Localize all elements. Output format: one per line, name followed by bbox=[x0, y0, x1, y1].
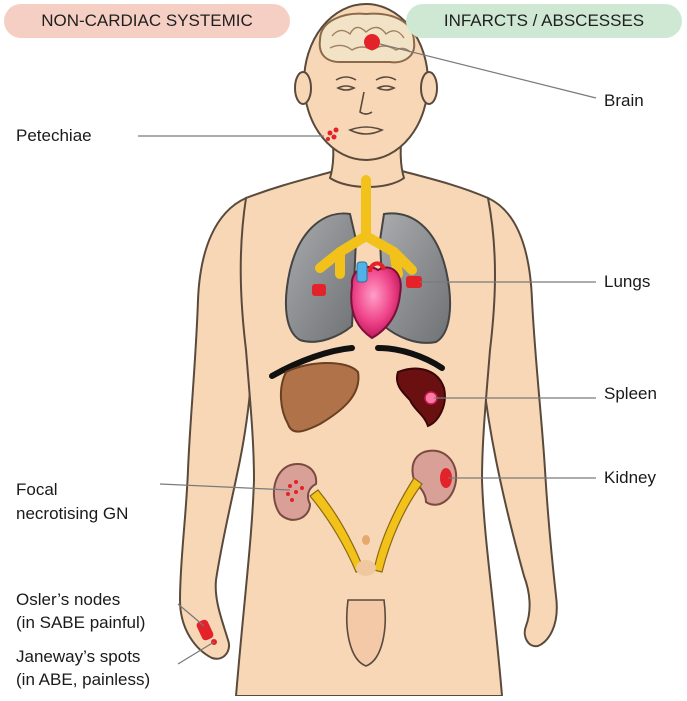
brain-lesion bbox=[364, 34, 380, 50]
brain-label: Brain bbox=[604, 90, 644, 112]
infarcts-abscesses-badge: INFARCTS / ABSCESSES bbox=[406, 4, 682, 38]
lung-lesion-left bbox=[312, 284, 326, 296]
lungs-label: Lungs bbox=[604, 271, 650, 293]
janeway-spots-label-line1: Janeway’s spots bbox=[16, 646, 140, 668]
lung-lesion-right bbox=[406, 276, 422, 288]
bladder-icon bbox=[356, 560, 376, 576]
petechiae-label: Petechiae bbox=[16, 125, 92, 147]
body-silhouette bbox=[180, 4, 557, 696]
osler-nodes-label-line2: (in SABE painful) bbox=[16, 612, 145, 634]
focal-gn-label-line1: Focal bbox=[16, 479, 58, 501]
non-cardiac-systemic-badge: NON-CARDIAC SYSTEMIC bbox=[4, 4, 290, 38]
focal-gn-label-line2: necrotising GN bbox=[16, 503, 128, 525]
kidney-label: Kidney bbox=[604, 467, 656, 489]
navel bbox=[362, 535, 370, 545]
spleen-label: Spleen bbox=[604, 383, 657, 405]
brain-icon bbox=[320, 14, 415, 63]
osler-nodes-label-line1: Osler’s nodes bbox=[16, 589, 120, 611]
janeway-spots-label-line2: (in ABE, painless) bbox=[16, 669, 150, 691]
